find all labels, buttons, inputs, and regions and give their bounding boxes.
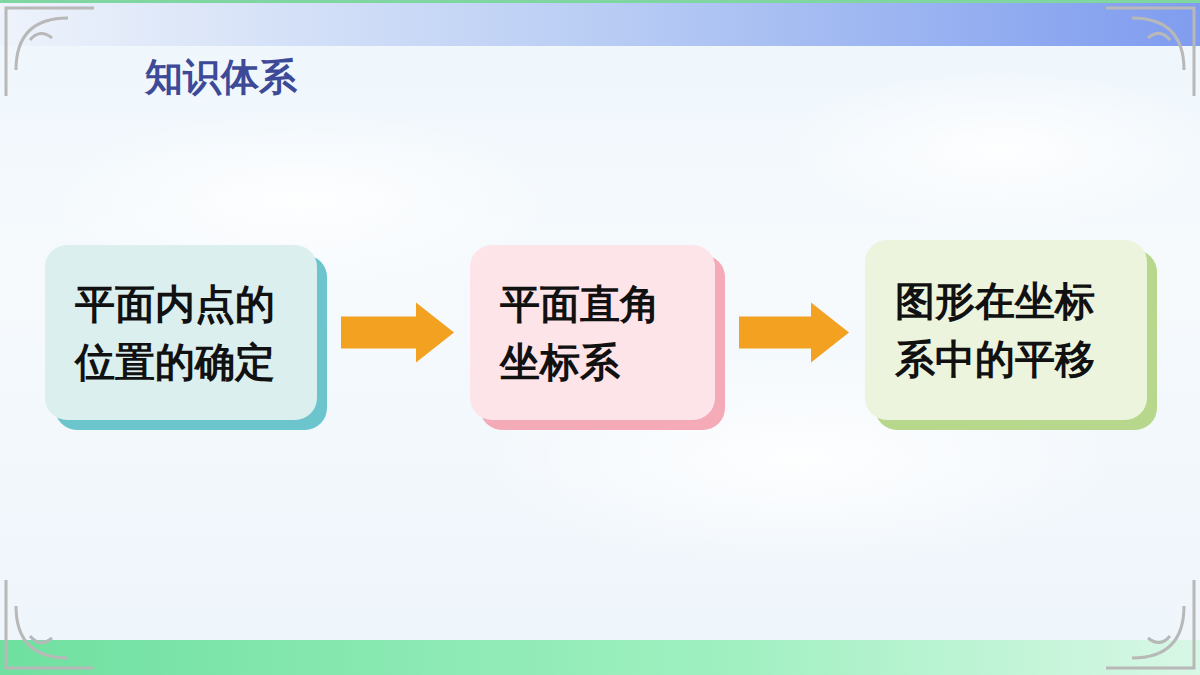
box-label: 图形在坐标系中的平移: [895, 272, 1117, 388]
corner-ornaments: [6, 8, 1194, 668]
box-label: 平面直角坐标系: [500, 275, 685, 391]
flow-arrow: [341, 303, 454, 363]
process-box: 图形在坐标系中的平移: [865, 240, 1147, 420]
top-line: [0, 0, 1200, 3]
process-box: 平面内点的位置的确定: [45, 245, 317, 420]
slide-title: 知识体系: [145, 52, 297, 103]
bottom-band: [0, 640, 1200, 675]
top-band: [0, 0, 1200, 46]
flow-arrow: [739, 303, 849, 363]
box-label: 平面内点的位置的确定: [75, 275, 287, 391]
process-box: 平面直角坐标系: [470, 245, 715, 420]
cloud: [780, 70, 1200, 230]
